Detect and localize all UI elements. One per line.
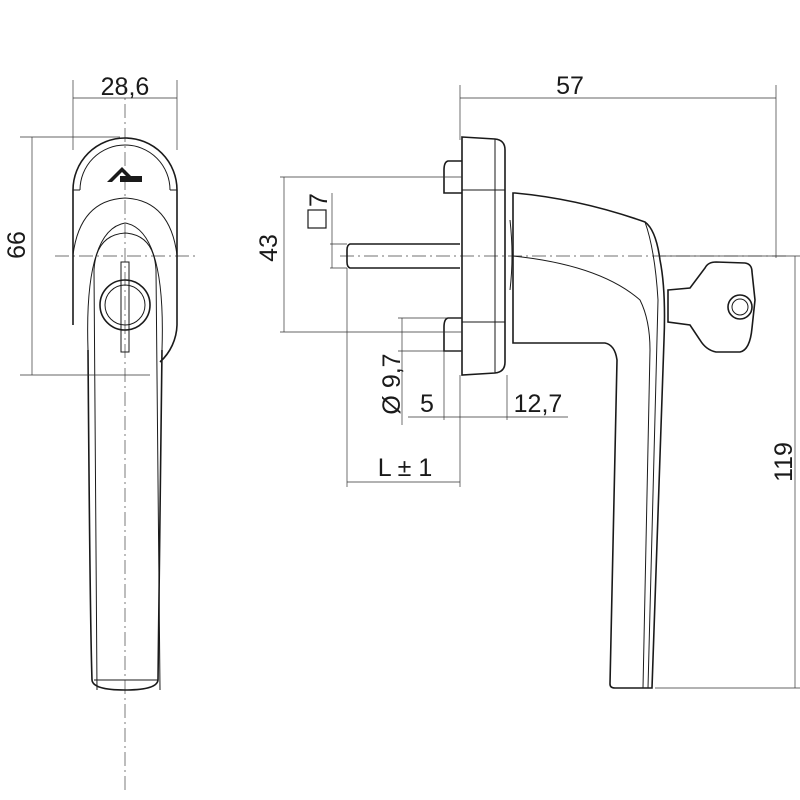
dim-pin-length: 5 [420,390,434,418]
dim-rosette-depth: 12,7 [514,390,563,418]
dim-front-height: 66 [3,231,31,259]
dim-spindle-square: 7 [305,193,333,207]
roto-logo [107,167,142,182]
key-blade-front [120,261,130,353]
dim-handle-length: 119 [770,442,798,482]
square-symbol-icon [307,209,327,229]
handle-lever-outline [87,349,163,691]
dim-pin-diameter: Ø 9,7 [378,353,406,414]
dim-pin-spacing: 43 [255,234,283,262]
handle-neck [72,197,178,256]
dim-spindle-length: L ± 1 [378,454,433,482]
handle-inner-line [512,255,651,689]
handle-lever-front [93,232,161,691]
front-rosette [72,137,178,363]
square-spindle [346,243,460,269]
dim-front-width: 28,6 [101,73,150,101]
fixing-pin-bottom [443,317,462,352]
handle-outline-inner [87,222,163,351]
front-view: 28,6 66 [3,73,195,790]
side-handle [512,192,666,689]
side-view: 57 119 43 7 Ø 9,7 5 12,7 L ± 1 [255,72,800,689]
fixing-pin-top [443,160,462,194]
lock-cylinder [99,279,151,331]
key-icon [667,261,756,353]
dim-overall-depth: 57 [556,72,584,100]
side-rosette [461,136,506,376]
rosette-inner-line [79,144,171,191]
